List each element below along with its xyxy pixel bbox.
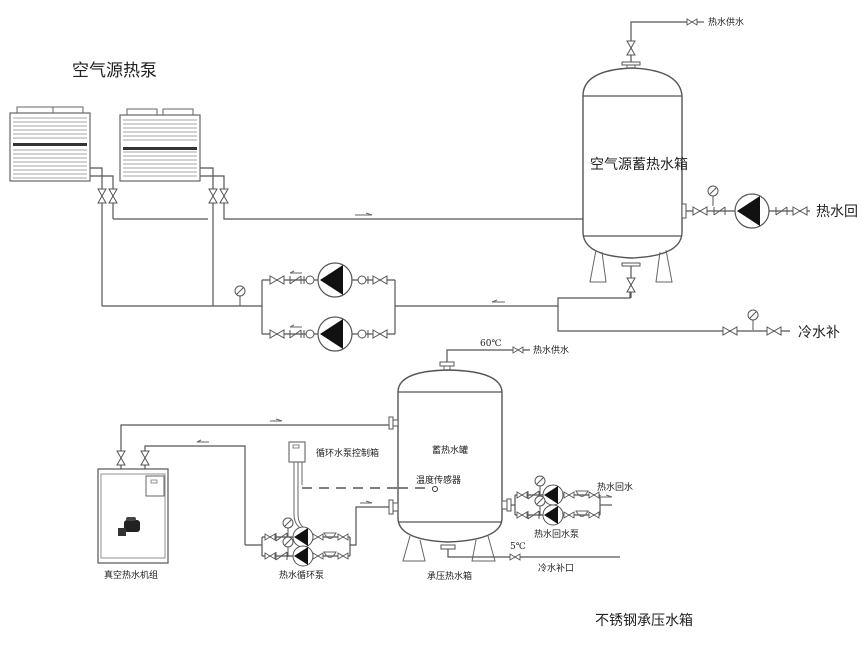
heat-pump-title: 空气源热泵 [72, 61, 157, 81]
pressure-hot-water-tank [388, 346, 620, 562]
upper-circulation-pumps [261, 262, 396, 352]
tank-caption: 承压热水箱 [427, 570, 472, 582]
heat-pump-unit-2 [119, 108, 201, 182]
vacuum-hot-water-unit [97, 418, 389, 564]
temperature-sensor-label: 温度传感器 [416, 474, 461, 486]
upper-hot-supply-label: 热水供水 [708, 16, 744, 28]
lower-hot-supply-label: 热水供水 [533, 344, 569, 356]
upper-cold-makeup-label: 冷水补 [798, 325, 840, 341]
upper-hot-return-label: 热水回 [816, 204, 858, 220]
pump-control-box [288, 441, 433, 529]
footer-title: 不锈钢承压水箱 [595, 613, 693, 629]
makeup-temp-label: 5℃ [510, 542, 526, 552]
hot-water-circulation-pumps [245, 500, 389, 567]
cold-makeup-inlet-label: 冷水补口 [538, 562, 574, 574]
circulation-pump-label: 热水循环泵 [279, 569, 324, 581]
heat-pump-unit-1 [9, 106, 91, 182]
upper-cold-makeup-line [557, 306, 790, 336]
return-water-label: 热水回水 [597, 481, 633, 493]
heat-pump-piping [90, 167, 631, 307]
boiler-label: 真空热水机组 [104, 569, 158, 581]
air-source-storage-tank [582, 18, 810, 298]
storage-tank-label: 空气源蓄热水箱 [590, 157, 688, 173]
return-pump-label: 热水回水泵 [534, 528, 579, 540]
upper-return-line [692, 185, 808, 229]
hot-water-return-pumps [511, 475, 613, 526]
tank-label: 蓄热水罐 [432, 444, 468, 456]
supply-temp-label: 60℃ [480, 339, 502, 349]
control-box-label: 循环水泵控制箱 [316, 447, 379, 459]
